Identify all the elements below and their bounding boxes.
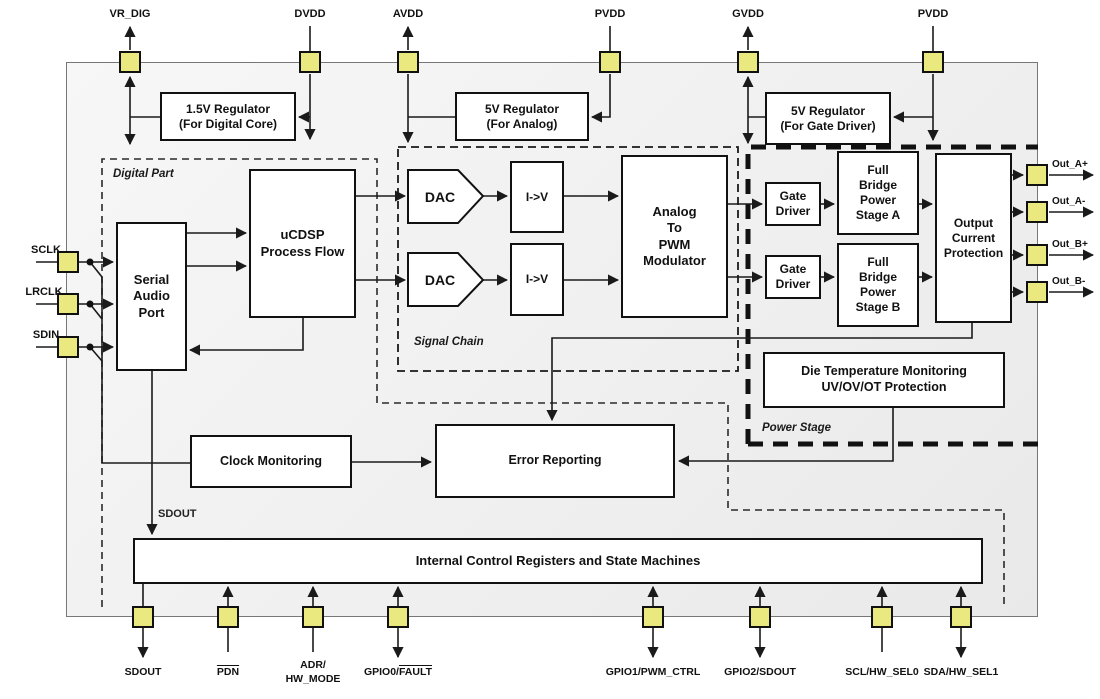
pin-label-text: GPIO2/SDOUT	[724, 666, 796, 678]
pin-label-sdout-bottom: SDOUT	[125, 666, 162, 680]
error-reporting-block: Error Reporting	[435, 424, 675, 498]
pin-label-out-b-plus: Out_B+	[1052, 239, 1088, 250]
regulator-digital-block: 1.5V Regulator (For Digital Core)	[160, 92, 296, 141]
pin-adr-hw-mode	[302, 606, 324, 628]
pin-label-text: GPIO1/PWM_CTRL	[605, 666, 701, 678]
pin-label-pvdd-2: PVDD	[917, 8, 949, 20]
pin-label-text: SCL/HW_SEL0	[845, 666, 919, 678]
junction-dot	[86, 343, 94, 351]
pin-label-text: ADR/	[300, 659, 326, 671]
pin-label-out-b-minus: Out_B-	[1052, 276, 1086, 287]
pin-label-lrclk: LRCLK	[25, 286, 63, 298]
die-temp-block: Die Temperature Monitoring UV/OV/OT Prot…	[763, 352, 1005, 408]
pin-label-overline-text: PDN	[216, 666, 240, 678]
pin-sdin	[57, 336, 79, 358]
pin-scl-hw-sel0	[871, 606, 893, 628]
pin-label-dvdd: DVDD	[294, 8, 326, 20]
bridge-a-block: Full Bridge Power Stage A	[837, 151, 919, 235]
pin-label-gvdd: GVDD	[732, 8, 764, 20]
pin-label-vr-dig: VR_DIG	[109, 8, 151, 20]
pin-label-text: SDA/HW_SEL1	[923, 666, 999, 678]
dac-a-shape	[407, 169, 485, 224]
pin-out-b-plus	[1026, 244, 1048, 266]
iv-b-block: I->V	[510, 243, 564, 316]
pin-label-text: GPIO0/	[363, 666, 399, 678]
pin-gpio0-fault	[387, 606, 409, 628]
pin-label-scl-hw-sel0: SCL/HW_SEL0	[845, 666, 919, 680]
pin-label-gpio0-fault: GPIO0/FAULT	[364, 666, 432, 680]
ucdsp-block: uCDSP Process Flow	[249, 169, 356, 318]
pin-gvdd	[737, 51, 759, 73]
clock-monitoring-block: Clock Monitoring	[190, 435, 352, 488]
power-stage-label: Power Stage	[762, 422, 832, 434]
pin-gpio2-sdout	[749, 606, 771, 628]
pin-sda-hw-sel1	[950, 606, 972, 628]
dac-b-shape	[407, 252, 485, 307]
regulator-analog-block: 5V Regulator (For Analog)	[455, 92, 589, 141]
signal-chain-border	[397, 146, 739, 372]
pin-label-gpio1-pwm-ctrl: GPIO1/PWM_CTRL	[606, 666, 701, 680]
output-current-protection-block: Output Current Protection	[935, 153, 1012, 323]
pin-label-gpio2-sdout: GPIO2/SDOUT	[724, 666, 796, 680]
pin-label-sda-hw-sel1: SDA/HW_SEL1	[924, 666, 999, 680]
junction-dot	[86, 300, 94, 308]
pin-out-b-minus	[1026, 281, 1048, 303]
pin-out-a-plus	[1026, 164, 1048, 186]
iv-a-block: I->V	[510, 161, 564, 233]
control-registers-block: Internal Control Registers and State Mac…	[133, 538, 983, 584]
pin-label-sclk: SCLK	[31, 244, 61, 256]
pin-label-pdn: PDN	[217, 666, 239, 680]
pin-lrclk	[57, 293, 79, 315]
pin-avdd	[397, 51, 419, 73]
pin-label-out-a-plus: Out_A+	[1052, 159, 1088, 170]
pin-label-out-a-minus: Out_A-	[1052, 196, 1086, 207]
signal-chain-label: Signal Chain	[414, 336, 484, 348]
pin-sdout	[132, 606, 154, 628]
pin-label-adr-hw-mode: ADR/ HW_MODE	[286, 659, 341, 686]
dac-a-label: DAC	[424, 188, 456, 205]
pin-gpio1-pwm-ctrl	[642, 606, 664, 628]
pin-out-a-minus	[1026, 201, 1048, 223]
junction-dot	[86, 258, 94, 266]
gate-driver-a-block: Gate Driver	[765, 182, 821, 226]
bridge-b-block: Full Bridge Power Stage B	[837, 243, 919, 327]
pin-dvdd	[299, 51, 321, 73]
pin-label-avdd: AVDD	[392, 8, 424, 20]
pwm-modulator-block: Analog To PWM Modulator	[621, 155, 728, 318]
sdout-net-label: SDOUT	[158, 508, 197, 520]
pin-label-line2: HW_MODE	[285, 672, 341, 685]
pin-label-overline-text: FAULT	[398, 666, 433, 678]
digital-part-label: Digital Part	[113, 168, 174, 180]
pin-pvdd-2	[922, 51, 944, 73]
pin-label-sdin: SDIN	[32, 329, 60, 341]
pin-pdn	[217, 606, 239, 628]
serial-audio-port-block: Serial Audio Port	[116, 222, 187, 371]
pin-vr-dig	[119, 51, 141, 73]
pin-label-text: SDOUT	[124, 666, 162, 678]
pin-sclk	[57, 251, 79, 273]
pin-pvdd-1	[599, 51, 621, 73]
gate-driver-b-block: Gate Driver	[765, 255, 821, 299]
dac-b-label: DAC	[424, 271, 456, 288]
pin-label-pvdd-1: PVDD	[594, 8, 626, 20]
regulator-gate-block: 5V Regulator (For Gate Driver)	[765, 92, 891, 145]
